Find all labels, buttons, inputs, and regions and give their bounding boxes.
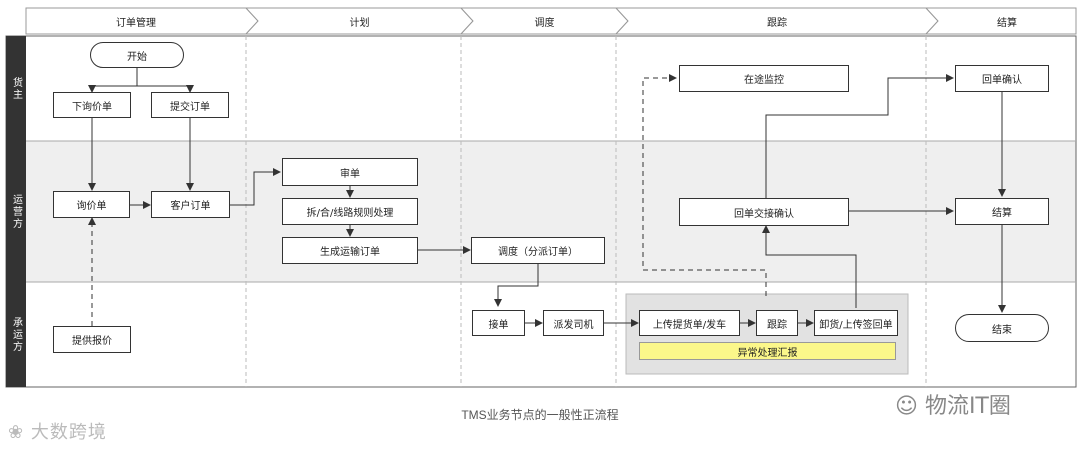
edge-start-submit — [137, 85, 194, 93]
node-exception-report: 异常处理汇报 — [639, 342, 896, 360]
node-upload-pickup: 上传提货单/发车 — [639, 310, 740, 336]
edge-unload-handover — [762, 225, 857, 308]
lane-operator-text: 运营方 — [10, 193, 22, 230]
lane-carrier-text: 承运方 — [10, 316, 22, 353]
phase-settlement: 结算 — [997, 17, 1017, 29]
node-inquiry-create: 下询价单 — [53, 92, 131, 118]
node-unload-upload: 卸货/上传签回单 — [814, 310, 898, 336]
watermark-left: ❀ 大数跨境 — [8, 418, 107, 444]
node-review: 审单 — [282, 158, 418, 186]
connectors — [88, 68, 1006, 327]
phase-order-management: 订单管理 — [116, 17, 156, 29]
phase-chevron-5 — [924, 7, 1077, 35]
node-tracking: 跟踪 — [756, 310, 798, 336]
diagram-caption: TMS业务节点的一般性正流程 — [461, 408, 619, 422]
watermark-left-text: 大数跨境 — [30, 422, 107, 443]
lane-shipper-text: 货主 — [10, 76, 22, 101]
node-end: 结束 — [955, 314, 1049, 342]
lane-label-operator: 运营方 — [6, 141, 26, 282]
node-dispatch: 调度（分派订单） — [471, 237, 605, 264]
phase-header — [25, 7, 1077, 35]
edge-handover-confirm — [765, 74, 954, 198]
lane-label-shipper: 货主 — [6, 36, 26, 141]
phase-planning: 计划 — [349, 17, 370, 29]
node-inquiry: 询价单 — [53, 191, 130, 218]
node-settlement: 结算 — [955, 198, 1049, 225]
edge-start-inquiry — [88, 68, 138, 93]
edge-order-review — [230, 168, 281, 206]
lane-label-carrier: 承运方 — [6, 282, 26, 387]
wechat-icon: ☺ — [895, 394, 918, 419]
watermark-right: ☺ 物流IT圈 — [895, 388, 1011, 420]
node-quote: 提供报价 — [53, 326, 131, 353]
node-receipt-confirm: 回单确认 — [955, 65, 1049, 92]
watermark-logo-icon: ❀ — [8, 422, 25, 443]
node-in-transit: 在途监控 — [679, 65, 849, 92]
node-submit-order: 提交订单 — [151, 92, 229, 118]
node-start: 开始 — [90, 42, 184, 68]
edge-exception-monitor — [642, 74, 767, 296]
node-customer-order: 客户订单 — [151, 191, 230, 218]
node-assign-driver: 派发司机 — [543, 310, 604, 336]
phase-dispatch: 调度 — [534, 17, 555, 29]
phase-tracking: 跟踪 — [767, 17, 787, 29]
watermark-right-text: 物流IT圈 — [924, 394, 1011, 419]
node-split-merge: 拆/合/线路规则处理 — [282, 198, 418, 225]
node-receipt-handover: 回单交接确认 — [679, 198, 849, 226]
edge-dispatch-accept — [494, 264, 539, 307]
node-transport-order: 生成运输订单 — [282, 237, 418, 264]
lane-shipper-bg — [26, 36, 1076, 141]
node-accept: 接单 — [472, 310, 525, 336]
